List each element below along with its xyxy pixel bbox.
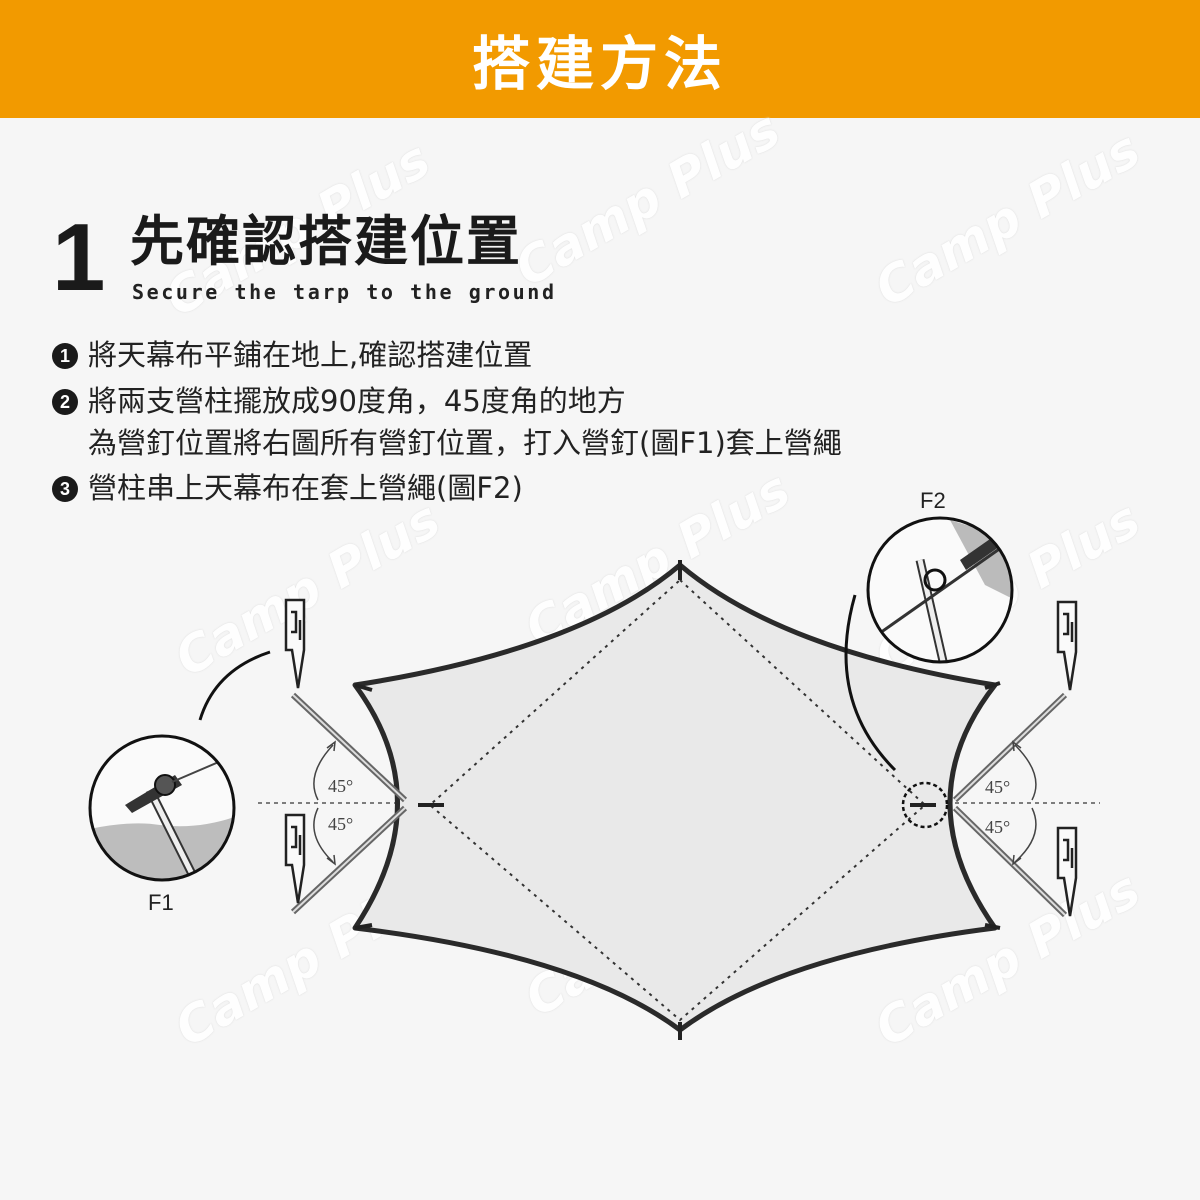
instruction-1: 1 將天幕布平鋪在地上,確認搭建位置: [52, 332, 532, 374]
angle-label-left-bottom: 45°: [328, 814, 353, 834]
f2-highlight-circle: [901, 781, 949, 829]
instruction-text: 將兩支營柱擺放成90度角，45度角的地方: [88, 384, 626, 418]
f2-callout-curve: [844, 594, 897, 772]
step-number: 1: [52, 204, 106, 311]
left-angle-arcs: [313, 740, 336, 866]
f2-detail-circle: [866, 516, 1014, 664]
page-title: 搭建方法: [471, 30, 728, 98]
f2-label: F2: [920, 490, 946, 513]
instruction-3: 3 營柱串上天幕布在套上營繩(圖F2): [52, 465, 523, 507]
angle-label-left-top: 45°: [328, 776, 353, 796]
watermark: Camp Plus: [505, 100, 790, 298]
right-guy-ropes: [952, 692, 1068, 918]
instruction-2: 2 將兩支營柱擺放成90度角，45度角的地方: [52, 378, 626, 420]
f1-callout-curve: [198, 650, 271, 721]
tent-stake-icon: [284, 598, 306, 689]
angle-label-right-top: 45°: [985, 777, 1010, 797]
watermark: Camp Plus: [865, 120, 1150, 318]
pole-guide-diamond: [428, 578, 927, 1022]
tarp-setup-diagram: 45° 45° 45° 45°: [88, 490, 1100, 1040]
instruction-text: 營柱串上天幕布在套上營繩(圖F2): [88, 471, 523, 505]
f1-detail-circle: [88, 734, 236, 882]
step-subtitle: Secure the tarp to the ground: [132, 280, 557, 304]
tent-stake-icon: [284, 813, 306, 904]
right-angle-arcs: [1012, 740, 1037, 866]
tent-stake-icon: [1056, 600, 1078, 691]
tent-stake-icon: [1056, 826, 1078, 917]
step-title: 先確認搭建位置: [130, 210, 522, 273]
angle-label-right-bottom: 45°: [985, 817, 1010, 837]
f1-label: F1: [148, 890, 174, 915]
bullet-number-2: 2: [52, 389, 78, 415]
bullet-number-1: 1: [52, 343, 78, 369]
bullet-number-3: 3: [52, 476, 78, 502]
left-guy-ropes: [290, 692, 408, 915]
instruction-2-continued: 為營釘位置將右圖所有營釘位置，打入營釘(圖F1)套上營繩: [88, 426, 842, 460]
tarp-corner-markers: [354, 560, 1001, 1040]
header-banner: 搭建方法: [0, 0, 1200, 118]
instruction-text: 將天幕布平鋪在地上,確認搭建位置: [88, 338, 533, 372]
